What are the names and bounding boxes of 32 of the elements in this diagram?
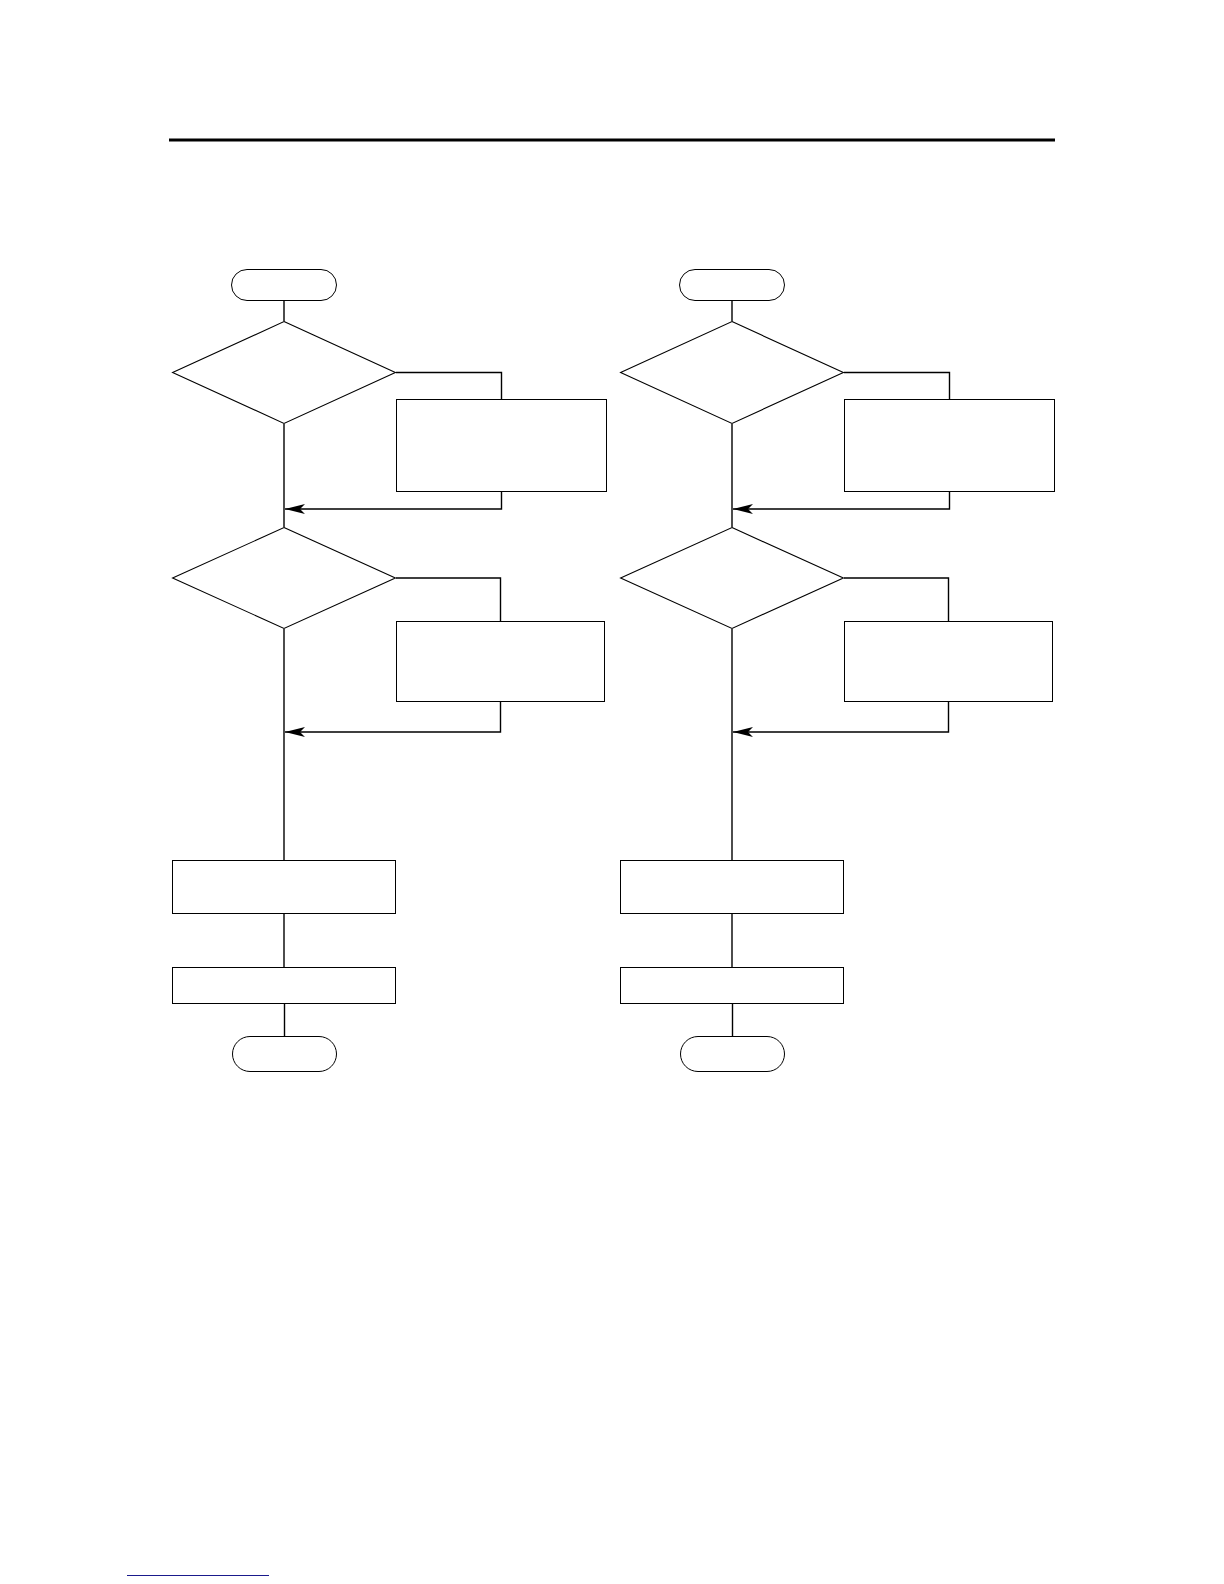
process-box	[172, 860, 396, 914]
decision-diamond	[172, 321, 396, 424]
connector-line	[395, 577, 502, 622]
connector-line	[731, 300, 733, 322]
decision-diamond	[172, 527, 396, 629]
arrow	[732, 491, 951, 514]
process-box	[396, 621, 605, 702]
connector-line	[283, 913, 285, 968]
connector-line	[731, 423, 733, 510]
decision-diamond	[620, 321, 844, 424]
process-box	[620, 967, 844, 1004]
process-box	[620, 860, 844, 914]
connector-line	[283, 628, 285, 861]
connector-line	[843, 577, 950, 622]
arrow	[284, 701, 502, 737]
connector-line	[283, 423, 285, 510]
connector-line	[843, 371, 951, 400]
connector-line	[395, 371, 503, 400]
connector-line	[283, 300, 285, 322]
process-box	[844, 621, 1053, 702]
connector-line	[731, 1003, 734, 1037]
arrow	[284, 491, 503, 514]
connector-line	[283, 508, 285, 528]
process-box	[172, 967, 396, 1004]
process-box	[844, 399, 1055, 492]
connector-line	[731, 508, 733, 528]
arrow	[732, 701, 950, 737]
decision-diamond	[620, 527, 844, 629]
process-box	[396, 399, 607, 492]
connector-line	[283, 1003, 286, 1037]
connector-line	[731, 628, 733, 861]
connector-line	[731, 913, 733, 968]
